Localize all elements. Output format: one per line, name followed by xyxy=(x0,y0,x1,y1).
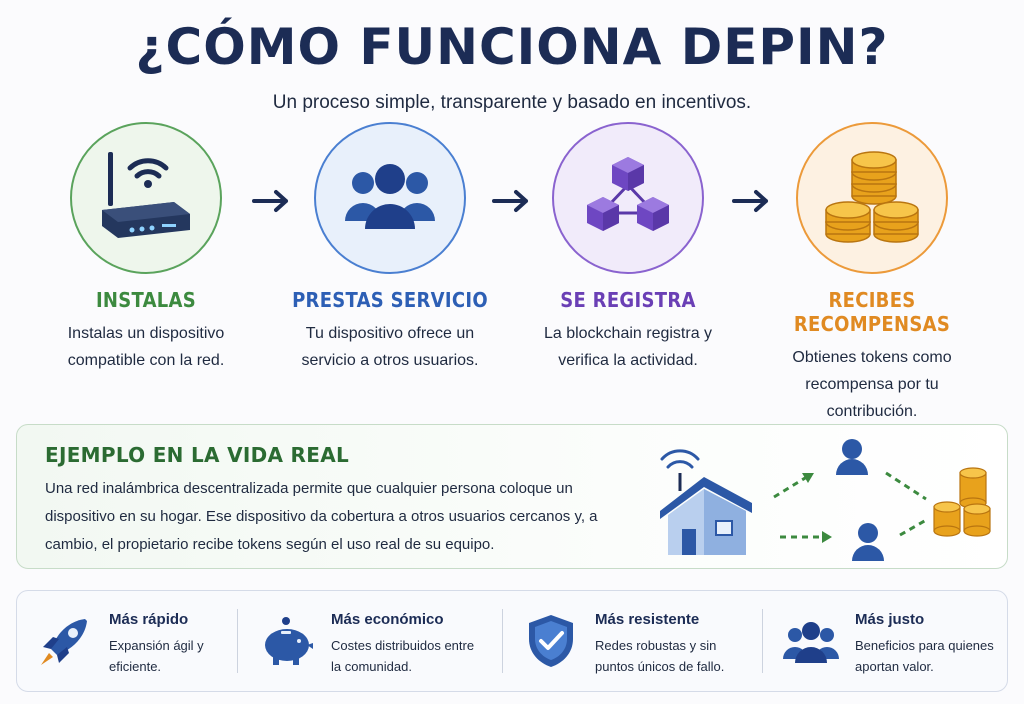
example-text: Una red inalámbrica descentralizada perm… xyxy=(45,480,598,553)
benefit-description: Expansión ágil y eficiente. xyxy=(109,638,204,674)
benefit-title: Más económico xyxy=(331,611,444,628)
rocket-icon xyxy=(41,619,87,665)
shield-check-icon xyxy=(529,615,573,667)
divider xyxy=(762,609,763,673)
piggy-bank-icon xyxy=(265,617,313,665)
step-rewards: RECIBES RECOMPENSAS Obtienes tokens como… xyxy=(752,122,992,425)
benefits-bar: Más rápido Expansión ágil y eficiente. M… xyxy=(16,590,1008,692)
step-description: Tu dispositivo ofrece un servicio a otro… xyxy=(301,325,479,369)
benefit-resilient: Más resistente Redes robustas y sin punt… xyxy=(503,591,743,691)
step-install: INSTALAS Instalas un dispositivo compati… xyxy=(26,122,266,374)
benefit-title: Más rápido xyxy=(109,611,189,628)
arrow-right-icon xyxy=(492,190,528,212)
wifi-house-icon xyxy=(660,449,752,555)
user-icon xyxy=(836,439,868,475)
users-icon xyxy=(314,122,466,274)
benefit-description: Beneficios para quienes aportan valor. xyxy=(855,638,994,674)
step-description: La blockchain registra y verifica la act… xyxy=(543,325,713,369)
step-title: PRESTAS SERVICIO xyxy=(292,288,488,312)
step-title: INSTALAS xyxy=(95,288,197,312)
example-title: EJEMPLO EN LA VIDA REAL xyxy=(45,443,350,467)
benefit-title: Más resistente xyxy=(595,611,700,628)
benefit-description: Costes distribuidos entre la comunidad. xyxy=(331,638,475,674)
step-description: Instalas un dispositivo compatible con l… xyxy=(67,325,225,369)
page-subtitle: Un proceso simple, transparente y basado… xyxy=(272,92,752,113)
benefit-fairer: Más justo Beneficios para quienes aporta… xyxy=(763,591,1003,691)
user-icon xyxy=(852,523,884,561)
network-illustration xyxy=(660,439,991,561)
coins-icon xyxy=(796,122,948,274)
step-title: SE REGISTRA xyxy=(560,288,696,312)
router-icon xyxy=(70,122,222,274)
page-title: ¿CÓMO FUNCIONA DEPIN? xyxy=(135,18,889,76)
step-title: RECIBES RECOMPENSAS xyxy=(793,288,951,336)
example-panel: EJEMPLO EN LA VIDA REAL Una red inalámbr… xyxy=(16,424,1008,569)
divider xyxy=(502,609,503,673)
arrow-right-icon xyxy=(252,190,288,212)
blockchain-cubes-icon xyxy=(552,122,704,274)
benefit-title: Más justo xyxy=(855,611,925,628)
benefit-cheaper: Más económico Costes distribuidos entre … xyxy=(239,591,479,691)
divider xyxy=(237,609,238,673)
benefit-description: Redes robustas y sin puntos únicos de fa… xyxy=(595,638,725,674)
step-description: Obtienes tokens como recompensa por tu c… xyxy=(792,349,952,420)
benefit-faster: Más rápido Expansión ágil y eficiente. xyxy=(17,591,257,691)
coins-icon xyxy=(933,467,991,537)
step-service: PRESTAS SERVICIO Tu dispositivo ofrece u… xyxy=(270,122,510,374)
arrow-right-icon xyxy=(732,190,768,212)
step-register: SE REGISTRA La blockchain registra y ver… xyxy=(508,122,748,374)
group-icon xyxy=(783,622,839,663)
